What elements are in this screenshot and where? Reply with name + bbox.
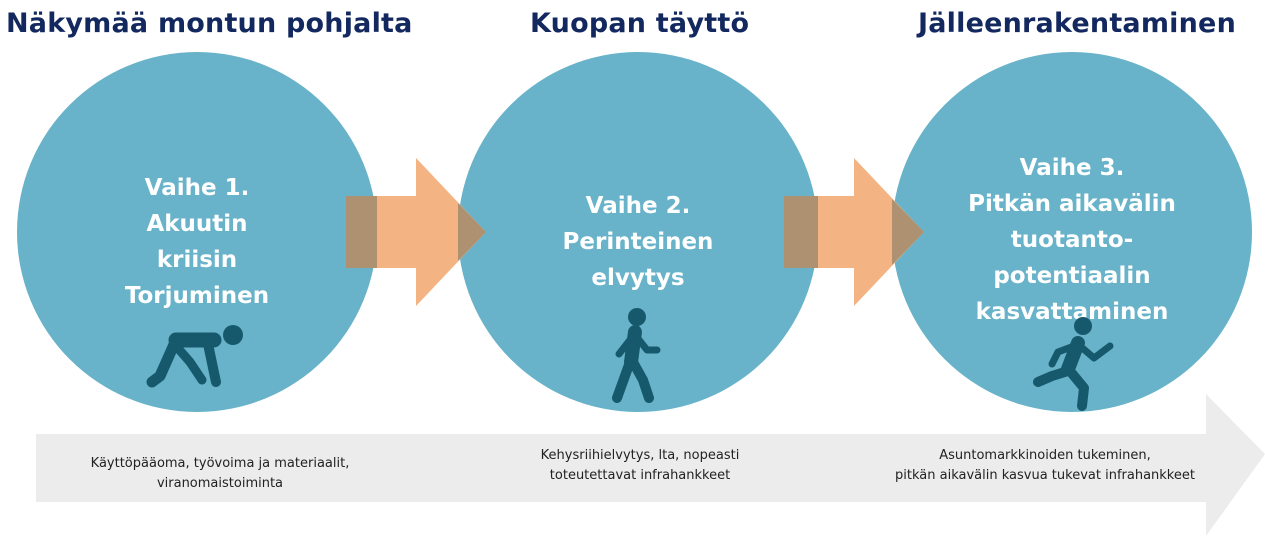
heading-stage-3: Jälleenrakentaminen — [918, 8, 1236, 39]
stage-3-line: kasvattaminen — [975, 299, 1169, 325]
running-person-icon — [1033, 317, 1114, 411]
caption-line: Asuntomarkkinoiden tukeminen, — [939, 448, 1151, 463]
caption-line: toteutettavat infrahankkeet — [549, 468, 731, 483]
stage-3-line: Vaihe 3. — [1019, 155, 1125, 181]
timeline-arrow — [36, 394, 1265, 536]
caption-line: Kehysriihielvytys, lta, nopeasti — [540, 448, 740, 463]
stage-1-caption: Käyttöpääoma, työvoima ja materiaalit, v… — [20, 454, 420, 494]
caption-line: Käyttöpääoma, työvoima ja materiaalit, — [90, 456, 350, 471]
stage-2-line: elvytys — [591, 265, 685, 291]
stage-1-text: Vaihe 1. Akuutin kriisin Torjuminen — [17, 170, 377, 314]
stage-1-line: Akuutin — [146, 211, 248, 237]
stage-1-circle — [17, 52, 377, 412]
stage-3-caption: Asuntomarkkinoiden tukeminen, pitkän aik… — [845, 446, 1245, 486]
stage-2-line: Perinteinen — [562, 229, 714, 255]
caption-line: pitkän aikavälin kasvua tukevat infrahan… — [895, 468, 1195, 483]
stage-3-line: Pitkän aikavälin — [968, 191, 1176, 217]
walking-person-icon — [612, 308, 661, 403]
heading-stage-2: Kuopan täyttö — [530, 8, 750, 39]
stage-2-caption: Kehysriihielvytys, lta, nopeasti toteute… — [460, 446, 820, 486]
caption-line: viranomaistoiminta — [156, 476, 284, 491]
orange-arrow-icon — [346, 158, 486, 306]
stage-1-line: Torjuminen — [124, 283, 270, 309]
stage-1-line: kriisin — [156, 247, 238, 273]
stage-3-line: tuotanto- — [1010, 227, 1134, 253]
stage-2-line: Vaihe 2. — [585, 193, 691, 219]
stage-3-text: Vaihe 3. Pitkän aikavälin tuotanto- pote… — [892, 150, 1252, 330]
crouching-start-runner-icon — [146, 325, 243, 388]
orange-arrow-icon — [784, 158, 924, 306]
stage-2-text: Vaihe 2. Perinteinen elvytys — [458, 188, 818, 296]
heading-stage-1: Näkymää montun pohjalta — [6, 8, 413, 39]
stage-1-line: Vaihe 1. — [144, 175, 250, 201]
stage-3-line: potentiaalin — [993, 263, 1151, 289]
